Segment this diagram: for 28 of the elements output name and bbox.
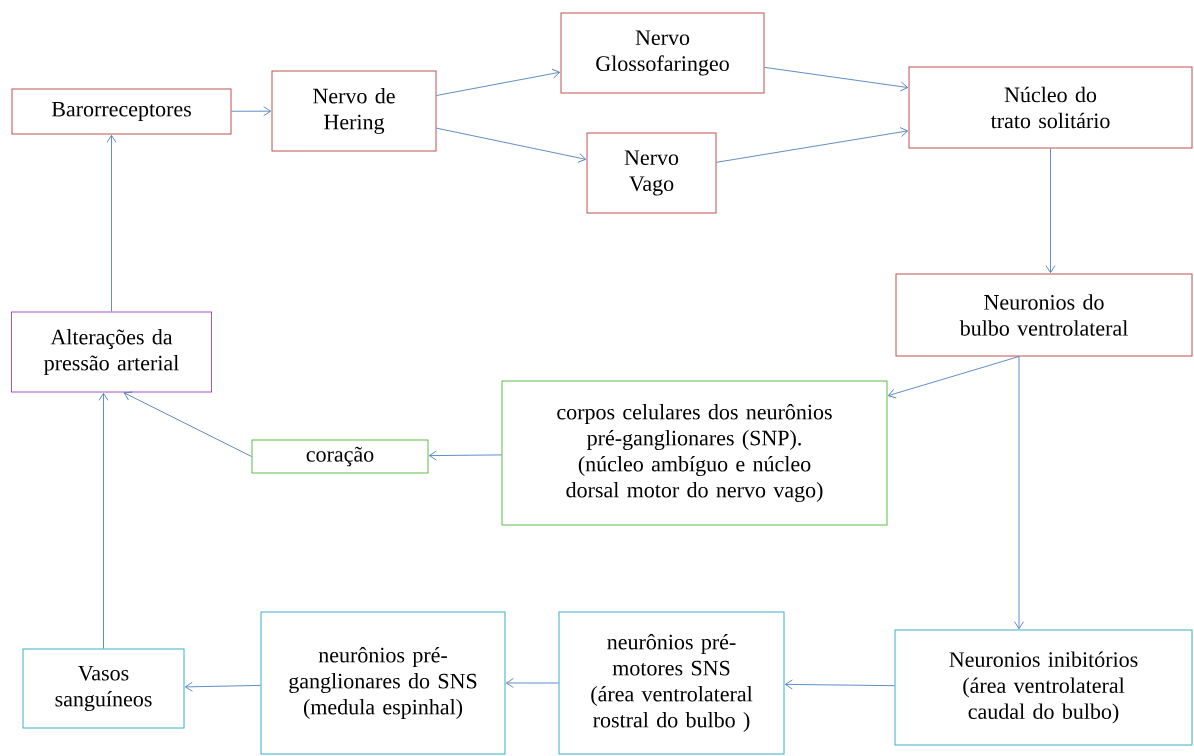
arrow	[887, 356, 1020, 399]
arrow	[436, 127, 587, 163]
arrow	[123, 391, 252, 457]
process-box: Alterações da pressão arterial	[11, 311, 212, 393]
process-box: Vasos sanguíneos	[22, 648, 185, 729]
arrow	[98, 392, 109, 649]
process-box: Neuronios inibitórios (área ventrolateral caudal do bulbo)	[894, 629, 1193, 746]
arrow	[716, 127, 909, 163]
arrow	[1014, 356, 1024, 630]
arrow	[1045, 148, 1056, 274]
arrow	[505, 678, 559, 688]
process-box: corpos celulares dos neurônios pré-ganglionares (SNP). (núcleo ambíguo e núcleo dorsal motor do nervo vago)	[501, 380, 888, 526]
arrow	[231, 106, 272, 117]
process-box: Núcleo do trato solitário	[908, 66, 1193, 149]
arrow	[436, 68, 561, 96]
arrow	[428, 450, 502, 461]
process-box: neurônios pré-ganglionares do SNS (medula espinhal)	[260, 611, 506, 755]
process-box: Nervo de Hering	[271, 70, 437, 152]
process-box: Neuronios do bulbo ventrolateral	[895, 273, 1193, 357]
process-box: Barorreceptores	[11, 88, 232, 135]
arrow	[764, 66, 909, 92]
process-box: coração	[251, 439, 429, 474]
process-box: Nervo Vago	[586, 132, 717, 214]
process-box: Nervo Glossofaringeo	[560, 12, 765, 94]
arrow	[184, 681, 261, 692]
process-box: neurônios pré-motores SNS (área ventrolateral rostral do bulbo )	[558, 611, 785, 755]
arrow	[106, 134, 117, 312]
arrow	[784, 679, 895, 690]
